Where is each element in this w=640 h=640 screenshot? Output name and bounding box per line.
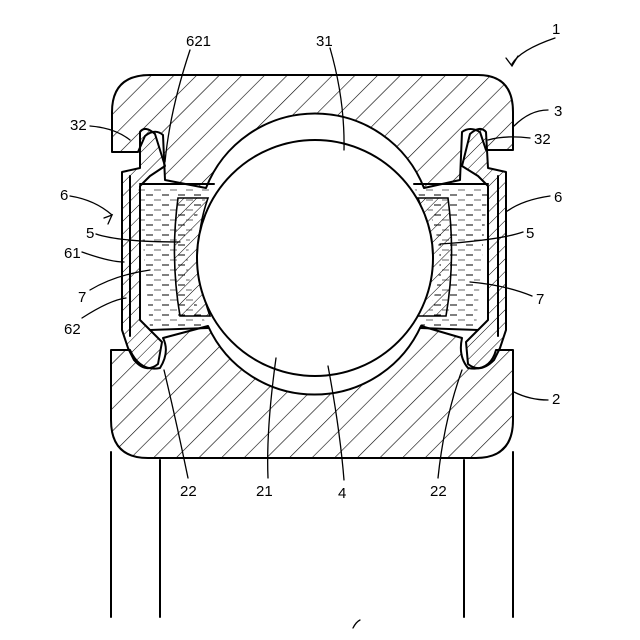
label-ball: 4 [338, 485, 346, 502]
label-lubricant-right: 7 [536, 291, 544, 308]
label-assembly: 1 [552, 21, 560, 38]
label-inner-seal-groove-right: 22 [430, 483, 447, 500]
label-lubricant-left: 7 [78, 289, 86, 306]
label-cage-right: 5 [526, 225, 534, 242]
label-seal-right: 6 [554, 189, 562, 206]
label-seal-core: 61 [64, 245, 81, 262]
label-seal-left: 6 [60, 187, 68, 204]
label-inner-raceway: 21 [256, 483, 273, 500]
label-outer-seal-groove-right: 32 [534, 131, 551, 148]
label-cage-left: 5 [86, 225, 94, 242]
ball [197, 140, 433, 376]
label-outer-ring: 3 [554, 103, 562, 120]
label-outer-raceway: 31 [316, 33, 333, 50]
label-outer-seal-groove-left: 32 [70, 117, 87, 134]
shaft-lines [111, 452, 513, 617]
label-inner-ring: 2 [552, 391, 560, 408]
label-seal-elastomer: 62 [64, 321, 81, 338]
label-inner-seal-groove-left: 22 [180, 483, 197, 500]
label-seal-lip: 621 [186, 33, 211, 50]
